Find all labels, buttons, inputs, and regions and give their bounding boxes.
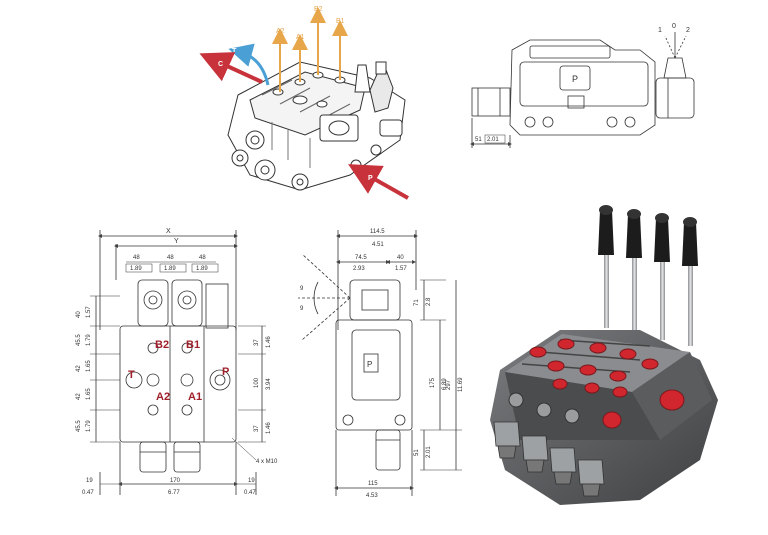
iso-label-b1: B1 <box>336 18 345 25</box>
front-left-dim-in: 1.65 <box>86 388 92 400</box>
front-left-dim-in: 1.57 <box>86 306 92 318</box>
front-bottom-left-in: 0.47 <box>82 490 94 496</box>
front-bottom-left-mm: 19 <box>86 478 93 484</box>
section-dim-in: 6.89 <box>442 378 448 390</box>
side-handle-pos2: 2 <box>686 27 690 34</box>
section-angle: 9 <box>300 286 304 292</box>
iso-arrow-t <box>228 43 270 86</box>
iso-valve-body <box>227 61 406 191</box>
front-left-dim-mm: 40 <box>76 311 82 318</box>
section-sub-right-in: 1.57 <box>395 266 407 272</box>
front-right-dim-mm: 37 <box>254 425 260 432</box>
front-right-dim-in: 1.46 <box>266 336 272 348</box>
side-handle-pos0: 0 <box>672 23 676 30</box>
front-w3-in: 1.89 <box>196 266 208 272</box>
iso-label-a2: A2 <box>276 28 285 35</box>
front-view: X Y 48 1.89 48 1.89 48 1.89 B2 B1 T P A2… <box>76 228 278 496</box>
front-left-dim-mm: 45.5 <box>76 334 82 346</box>
front-w3: 48 <box>199 255 206 261</box>
front-w2: 48 <box>167 255 174 261</box>
side-port-label: P <box>572 74 578 84</box>
front-right-dim-in: 1.46 <box>266 422 272 434</box>
section-dim-in: 11.69 <box>458 377 464 392</box>
iso-view: A2 A1 B2 B1 T C P <box>199 6 409 200</box>
side-handle-pos1: 1 <box>658 27 662 34</box>
front-right-dims: 37 1.46 100 3.94 37 1.46 <box>254 336 272 434</box>
front-left-dim-in: 1.79 <box>86 334 92 346</box>
section-dim-mm: 51 <box>414 449 420 456</box>
front-left-dim-in: 1.79 <box>86 420 92 432</box>
section-sub-left-mm: 74.5 <box>355 255 367 261</box>
iso-label-p: P <box>368 175 373 182</box>
section-angle: 9 <box>300 306 304 312</box>
front-bottom-mid-mm: 170 <box>170 478 181 484</box>
section-dim-mm: 71 <box>414 299 420 306</box>
front-left-dim-in: 1.65 <box>86 360 92 372</box>
iso-label-c: C <box>218 61 223 68</box>
control-levers <box>598 205 698 346</box>
front-port-p: P <box>222 366 229 378</box>
section-top-mm: 114.5 <box>370 229 385 235</box>
section-dim-mm: 297 <box>446 379 452 390</box>
iso-label-t: T <box>232 48 237 55</box>
front-left-dim-mm: 45.5 <box>76 420 82 432</box>
iso-arrow-p <box>348 164 409 200</box>
product-photo <box>490 205 718 505</box>
section-dim-in: 2.01 <box>426 446 432 458</box>
iso-arrow-c <box>199 52 263 84</box>
side-view: 1 0 2 P 51 2.01 <box>470 23 695 148</box>
section-bottom-mm: 115 <box>368 481 378 487</box>
front-bottom-mid-in: 6.77 <box>168 490 180 496</box>
front-dim-y: Y <box>174 238 179 245</box>
section-right-dims: 71 2.8 175 6.89 297 11.69 51 2.01 <box>414 297 464 458</box>
section-port-label: P <box>367 360 372 369</box>
front-right-dim-in: 3.94 <box>266 378 272 390</box>
front-right-dim-mm: 37 <box>254 339 260 346</box>
iso-label-b2: B2 <box>314 6 323 13</box>
side-dim-mm: 51 <box>475 137 482 143</box>
section-dim-in: 2.8 <box>426 297 432 306</box>
section-view: 114.5 4.51 74.5 2.93 40 1.57 9 9 P <box>298 229 464 499</box>
front-port-b1: B1 <box>186 339 200 351</box>
iso-label-a1: A1 <box>296 34 305 41</box>
section-sub-left-in: 2.93 <box>353 266 365 272</box>
front-port-b2: B2 <box>155 339 169 351</box>
front-port-t: T <box>128 369 135 381</box>
section-top-in: 4.51 <box>372 242 384 248</box>
front-port-a1: A1 <box>188 391 202 403</box>
front-bottom-right-mm: 19 <box>248 478 255 484</box>
section-bottom-in: 4.53 <box>366 493 378 499</box>
section-sub-right-mm: 40 <box>397 255 404 261</box>
front-left-dim-mm: 42 <box>76 365 82 372</box>
front-left-dim-mm: 42 <box>76 393 82 400</box>
front-bolt-note: 4 x M10 <box>256 459 278 465</box>
front-w2-in: 1.89 <box>164 266 176 272</box>
section-dim-mm: 175 <box>430 377 436 388</box>
front-dim-x: X <box>166 228 171 235</box>
front-port-a2: A2 <box>156 391 170 403</box>
ports-red <box>529 338 685 429</box>
side-dim-in: 2.01 <box>487 137 499 143</box>
front-bottom-right-in: 0.47 <box>244 490 256 496</box>
front-w1: 48 <box>133 255 140 261</box>
front-w1-in: 1.89 <box>130 266 142 272</box>
front-left-dims: 40 1.57 45.5 1.79 42 1.65 42 1.65 45.5 1… <box>76 306 92 432</box>
spool-caps <box>493 421 605 497</box>
front-right-dim-mm: 100 <box>254 377 260 388</box>
